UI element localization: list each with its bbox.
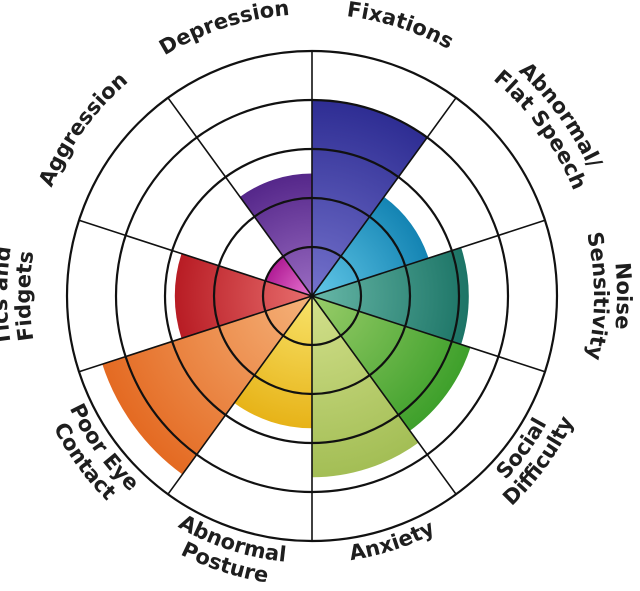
wedge-poor-eye-contact — [102, 296, 312, 475]
grid-spoke — [167, 97, 313, 297]
wedge-noise-sensitivity — [312, 247, 469, 345]
category-label-tics-and-fidgets: Tics andFidgets — [0, 245, 38, 348]
category-label-line: Depression — [155, 0, 290, 60]
grid-spoke — [78, 295, 313, 373]
category-label-anxiety: Anxiety — [347, 515, 438, 565]
wedge-abnormal-posture — [234, 296, 312, 429]
category-label-line: Tics and — [0, 245, 16, 348]
category-label-abnormal-flat-speech: Abnormal/Flat Speech — [489, 58, 606, 193]
category-label-line: Anxiety — [347, 515, 438, 565]
category-label-aggression: Aggression — [34, 67, 132, 189]
category-label-line: Sensitivity — [582, 230, 613, 363]
wedge-abnormal-flat-speech — [312, 196, 429, 296]
grid-spoke — [311, 219, 546, 297]
category-label-depression: Depression — [155, 0, 290, 60]
grid-spoke — [311, 97, 457, 297]
wedge-anxiety — [312, 296, 419, 478]
category-label-line: Noise — [610, 262, 636, 331]
wedge-tics-and-fidgets — [174, 253, 312, 339]
category-label-line: Fidgets — [11, 249, 38, 342]
category-label-line: Fixations — [346, 0, 458, 54]
grid-spoke — [167, 295, 313, 495]
wedge-fixations — [312, 100, 428, 296]
category-label-line: Aggression — [34, 67, 132, 189]
grid-spoke — [311, 295, 546, 373]
category-label-fixations: Fixations — [346, 0, 458, 54]
wedge-aggression — [265, 256, 312, 296]
wedge-social-difficulty — [312, 296, 471, 431]
grid-spoke — [311, 295, 457, 495]
grid-spoke — [78, 219, 313, 297]
wedge-depression — [239, 173, 312, 296]
